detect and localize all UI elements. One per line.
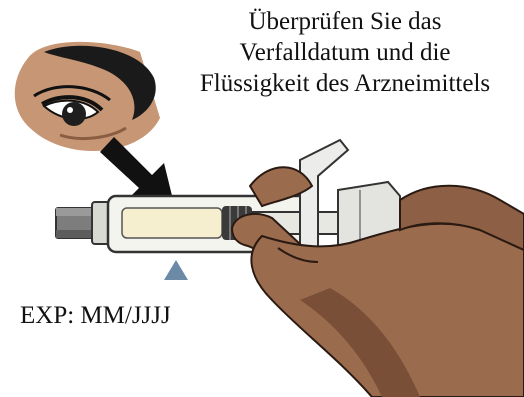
instruction-line-2: Verfalldatum und die bbox=[170, 37, 520, 68]
exp-label: EXP: MM/JJJJ bbox=[20, 301, 171, 331]
instruction-line-1: Überprüfen Sie das bbox=[170, 6, 520, 37]
eye-illustration bbox=[15, 42, 160, 151]
medicine-liquid bbox=[122, 208, 222, 238]
instruction-text: Überprüfen Sie das Verfalldatum und die … bbox=[170, 6, 520, 99]
pointer-triangle-icon bbox=[164, 260, 188, 280]
eye-iris bbox=[62, 102, 86, 126]
instruction-line-3: Flüssigkeit des Arzneimittels bbox=[170, 68, 520, 99]
